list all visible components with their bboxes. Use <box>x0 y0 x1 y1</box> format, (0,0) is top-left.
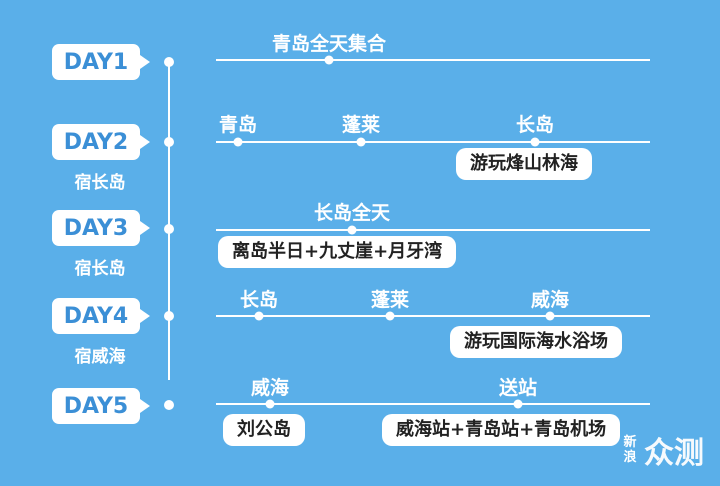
day3-route-line <box>216 229 650 231</box>
day1-label: DAY1 <box>63 49 129 75</box>
day2-stop-dot-1 <box>233 137 243 147</box>
day4-stop-dot-3 <box>545 311 555 321</box>
day3-stop-dot-1 <box>347 225 357 235</box>
day4-place-2: 蓬莱 <box>370 289 410 311</box>
day4-timeline-dot <box>164 311 174 321</box>
day5-timeline-dot <box>164 400 174 410</box>
day2-place-2: 蓬莱 <box>341 114 381 136</box>
day2-stop-dot-3 <box>530 137 540 147</box>
day2-place-1: 青岛 <box>218 114 258 136</box>
day5-label: DAY5 <box>63 393 129 419</box>
day4-stop-dot-2 <box>385 311 395 321</box>
day2-tag: DAY2 <box>52 124 150 160</box>
day4-place-3: 威海 <box>530 289 570 311</box>
day5-tag: DAY5 <box>52 388 150 424</box>
day5-route-line <box>216 403 650 405</box>
day3-timeline-dot <box>164 224 174 234</box>
day5-activity-1: 刘公岛 <box>223 414 305 446</box>
day5-place-2: 送站 <box>498 377 538 399</box>
day1-timeline-dot <box>164 57 174 67</box>
day4-label: DAY4 <box>63 303 129 329</box>
day5-stop-dot-2 <box>513 399 523 409</box>
day5-activity-2: 威海站+青岛站+青岛机场 <box>382 414 621 446</box>
day4-activity: 游玩国际海水浴场 <box>450 326 622 358</box>
day4-place-1: 长岛 <box>239 289 279 311</box>
day3-activity: 离岛半日+九丈崖+月牙湾 <box>218 236 457 268</box>
day3-label: DAY3 <box>63 215 129 241</box>
day1-stop-dot-1 <box>324 55 334 65</box>
day4-tag: DAY4 <box>52 298 150 334</box>
day4-stay: 宿威海 <box>74 347 126 367</box>
day5-place-1: 威海 <box>250 377 290 399</box>
day4-route-line <box>216 315 650 317</box>
day5-stop-dot-1 <box>265 399 275 409</box>
day2-label: DAY2 <box>63 129 129 155</box>
day3-stay: 宿长岛 <box>74 259 126 279</box>
day2-timeline-dot <box>164 137 174 147</box>
day1-tag: DAY1 <box>52 44 150 80</box>
day2-route-line <box>216 141 650 143</box>
watermark-text: 众测 <box>644 436 704 471</box>
sina-logo-icon: 新 浪 <box>623 435 637 465</box>
day2-place-3: 长岛 <box>515 114 555 136</box>
vertical-timeline <box>168 58 170 380</box>
sina-watermark: 新 浪 众测 <box>622 428 704 472</box>
day4-stop-dot-1 <box>254 311 264 321</box>
day2-stay: 宿长岛 <box>74 173 126 193</box>
day1-place-1: 青岛全天集合 <box>271 33 387 55</box>
day1-route-line <box>216 59 650 61</box>
day2-activity: 游玩烽山林海 <box>456 148 592 180</box>
day2-stop-dot-2 <box>356 137 366 147</box>
day3-place-1: 长岛全天 <box>313 202 391 224</box>
day3-tag: DAY3 <box>52 210 150 246</box>
